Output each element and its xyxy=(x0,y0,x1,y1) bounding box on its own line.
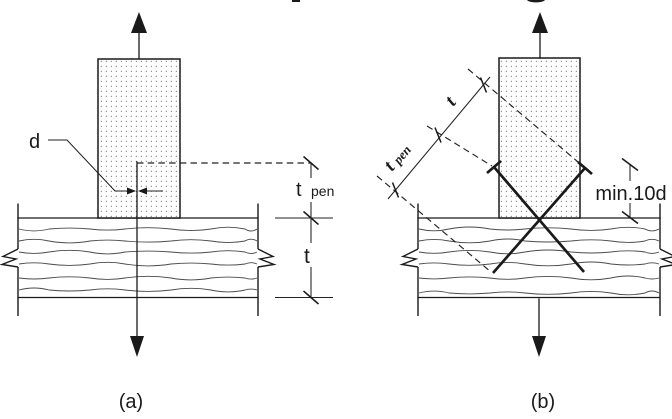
arrowhead-right-icon xyxy=(127,187,136,195)
break-symbol-icon xyxy=(659,248,672,268)
arrowhead-up-icon xyxy=(532,12,548,33)
grain-line xyxy=(418,249,660,255)
t-label-rotated: t xyxy=(441,92,461,110)
grain-line xyxy=(418,238,660,244)
cropped-text-fragment xyxy=(292,0,300,2)
timber-member-a xyxy=(0,203,277,316)
d-label: d xyxy=(29,131,40,153)
oblique-tick-icon xyxy=(479,77,488,93)
grain-line xyxy=(18,287,258,293)
oblique-tick-icon xyxy=(303,155,319,171)
d-leader-line xyxy=(48,139,163,192)
label-mask xyxy=(291,178,353,202)
load-arrow-down-b xyxy=(532,298,546,357)
oblique-tick-icon xyxy=(303,210,319,226)
grain-line xyxy=(418,290,660,296)
inclined-screw xyxy=(492,166,586,273)
screw-head-bar-icon xyxy=(577,160,593,176)
inclined-dimension-b: t t pen xyxy=(380,76,491,200)
tpen-dimension-a: t pen xyxy=(137,155,353,298)
arrowhead-down-icon xyxy=(130,336,144,357)
oblique-tick-icon xyxy=(621,157,639,172)
break-symbol-icon xyxy=(399,248,419,268)
grain-line xyxy=(418,275,660,281)
arrowhead-left-icon xyxy=(138,187,147,195)
d-dimension-a: d xyxy=(29,131,163,195)
label-mask xyxy=(299,243,323,267)
crossed-screws-b xyxy=(486,159,593,274)
grain-line xyxy=(18,249,258,255)
cropped-text-fragment xyxy=(527,0,545,3)
min10d-dimension-b: min.10d xyxy=(592,157,672,225)
break-symbol-icon xyxy=(257,248,277,268)
load-arrow-up-a xyxy=(131,12,147,59)
grain-line xyxy=(18,261,258,267)
tpen-label: t xyxy=(296,179,302,201)
projection-line-dashed xyxy=(467,68,585,168)
oblique-tick-icon xyxy=(621,210,639,225)
t-dimension-a: t xyxy=(275,210,333,305)
caption-b: (b) xyxy=(531,391,555,413)
grain-line xyxy=(18,275,258,281)
arrowhead-up-icon xyxy=(131,12,147,33)
label-mask xyxy=(592,181,672,203)
caption-a: (a) xyxy=(119,391,143,413)
grain-line xyxy=(18,226,258,232)
tpen-label-subscript-rotated: pen xyxy=(389,142,414,167)
tpen-label-subscript: pen xyxy=(311,183,334,199)
projection-line-dashed xyxy=(376,175,492,273)
arrowhead-down-icon xyxy=(532,336,546,357)
timber-member-b xyxy=(399,203,672,316)
nail-a xyxy=(130,161,144,357)
grain-line xyxy=(418,261,660,267)
t-label: t xyxy=(304,245,310,268)
screw-head-bar-icon xyxy=(486,159,502,175)
min10d-label: min.10d xyxy=(595,183,666,205)
oblique-tick-icon xyxy=(434,127,442,143)
oblique-tick-icon xyxy=(303,290,319,305)
upper-member-b xyxy=(498,57,581,219)
load-arrow-up-b xyxy=(532,12,548,59)
figure-b: t t pen min.10d (b) xyxy=(376,12,672,413)
grain-line xyxy=(418,226,660,232)
figure-a: d t pen t (a) xyxy=(0,12,353,413)
break-symbol-icon xyxy=(0,248,19,268)
oblique-tick-icon xyxy=(391,182,400,198)
upper-member-a xyxy=(97,58,181,219)
grain-line xyxy=(18,238,258,244)
